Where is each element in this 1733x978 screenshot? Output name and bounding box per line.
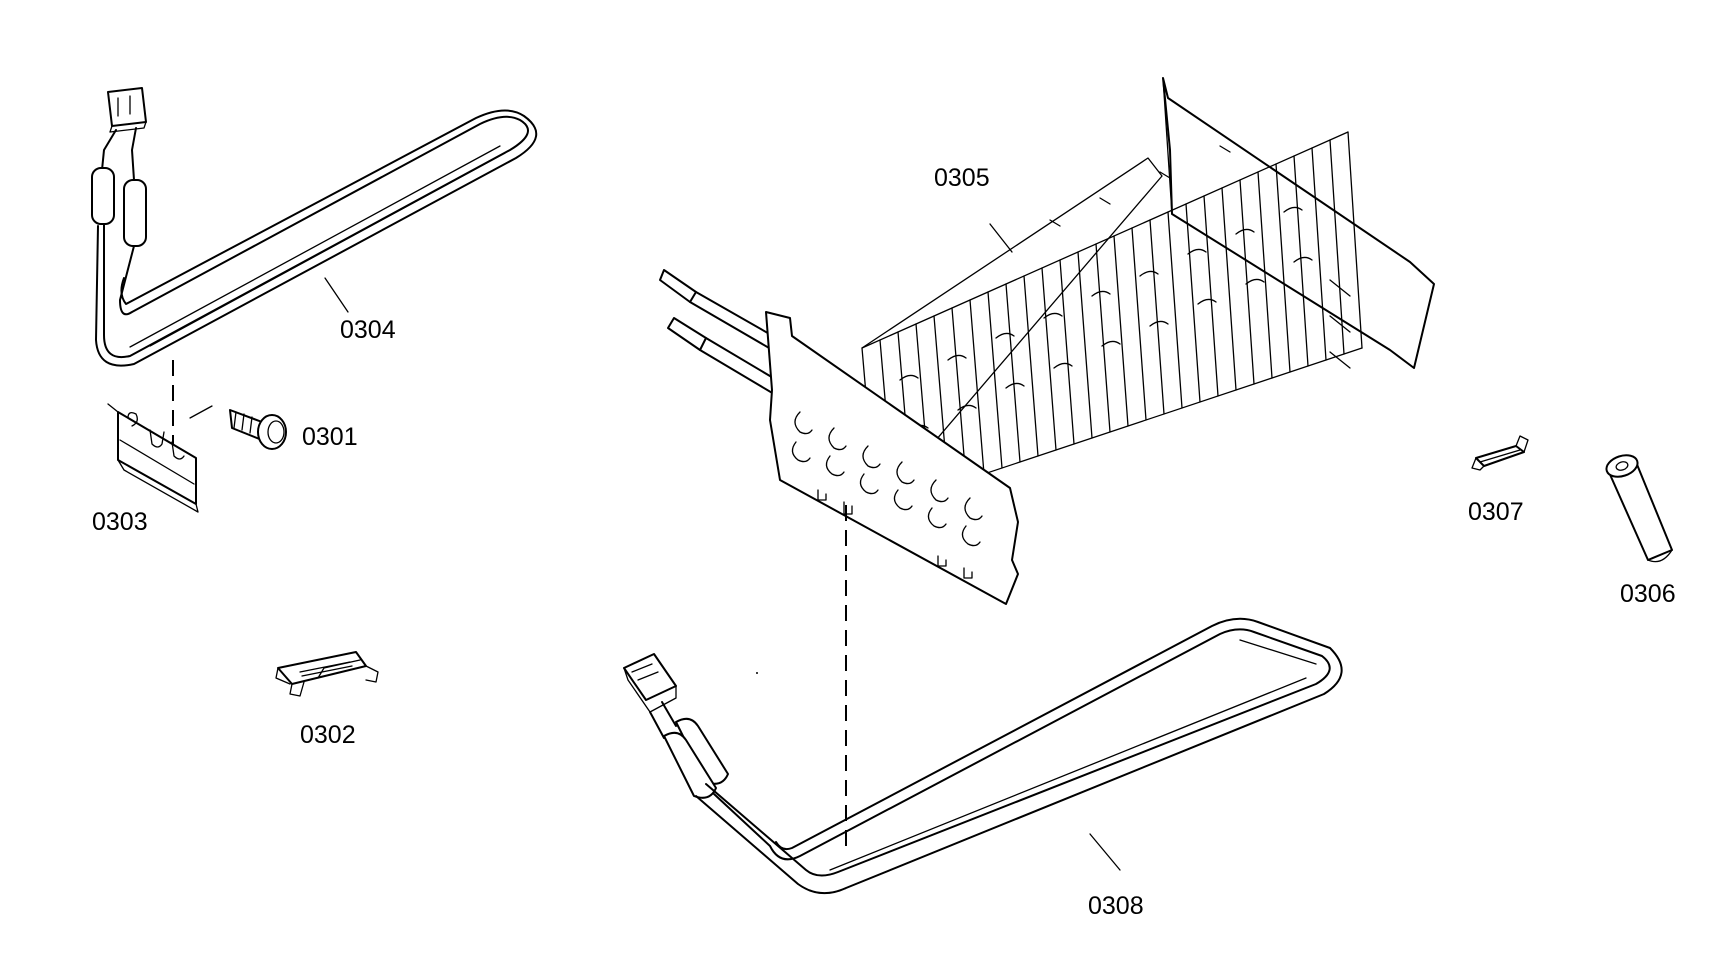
bracket-0303 [107, 403, 199, 513]
evaporator-0305 [659, 77, 1435, 605]
heater-element-0308 [623, 617, 1343, 895]
end-plate-slots [791, 411, 983, 579]
clip-0302 [275, 651, 379, 697]
sleeve-0306 [1605, 454, 1673, 563]
label-0303: 0303 [92, 508, 148, 536]
evaporator-tubes [899, 206, 1351, 431]
label-0307: 0307 [1468, 498, 1524, 526]
retainer-clip-0307 [1471, 435, 1529, 471]
label-0301: 0301 [302, 423, 358, 451]
label-0302: 0302 [300, 721, 356, 749]
screw-0301 [189, 405, 287, 450]
stray-dot [756, 672, 758, 674]
label-0306: 0306 [1620, 580, 1676, 608]
label-0305: 0305 [934, 164, 990, 192]
heater-element-0304 [91, 87, 538, 367]
label-0304: 0304 [340, 316, 396, 344]
label-0308: 0308 [1088, 892, 1144, 920]
